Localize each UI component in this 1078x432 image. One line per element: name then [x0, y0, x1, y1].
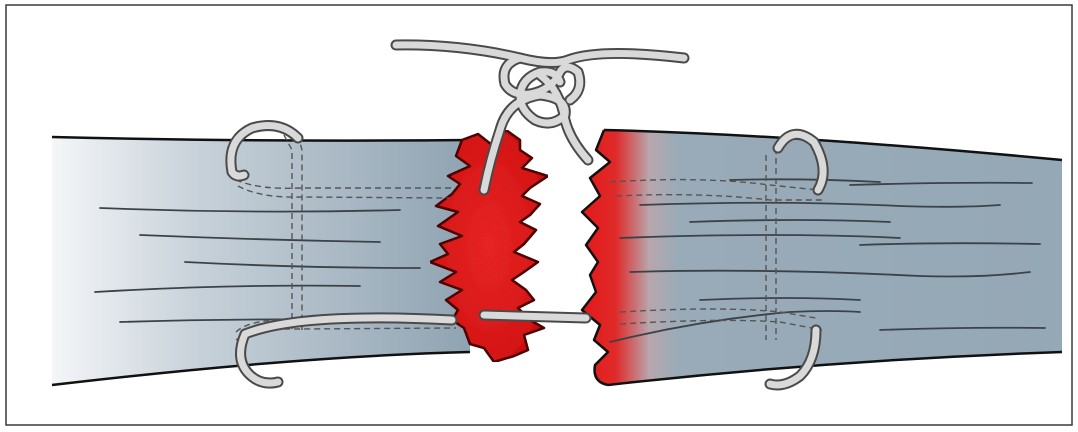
left-tendon-body: [52, 137, 470, 385]
left-tendon-stump: [52, 137, 470, 385]
bottom-cross-suture: [484, 315, 586, 318]
